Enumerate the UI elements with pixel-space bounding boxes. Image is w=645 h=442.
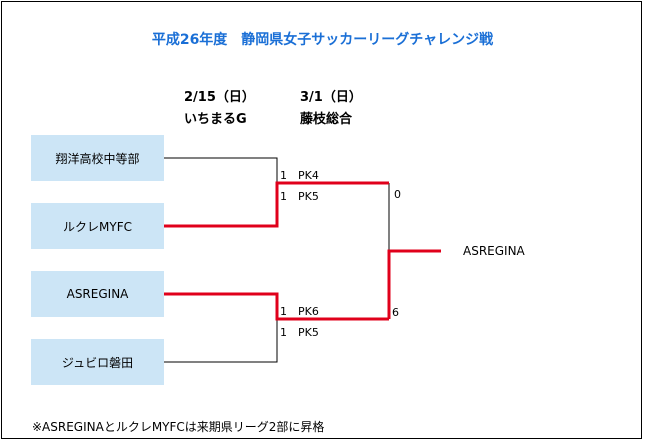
score-team2: 1 PK5 — [280, 190, 319, 203]
line-team4 — [164, 319, 278, 363]
team-box-4: ジュビロ磐田 — [31, 339, 164, 385]
line-team1 — [164, 157, 278, 183]
loss-lines — [164, 157, 390, 363]
team-box-2: ルクレMYFC — [31, 203, 164, 249]
score-team4: 1 PK5 — [280, 326, 319, 339]
page-title: 平成26年度 静岡県女子サッカーリーグチャレンジ戦 — [151, 32, 494, 48]
winner-label: ASREGINA — [463, 244, 525, 258]
team-box-3: ASREGINA — [31, 271, 164, 317]
line-final — [387, 249, 441, 319]
win-lines — [164, 181, 441, 321]
team-box-1: 翔洋高校中等部 — [31, 135, 164, 181]
round1-date: 2/15（日） — [184, 90, 255, 105]
final-score-bottom: 6 — [392, 306, 399, 319]
final-score-top: 0 — [394, 188, 401, 201]
line-team2 — [164, 181, 389, 228]
line-team3 — [164, 292, 389, 321]
score-team1: 1 PK4 — [280, 169, 319, 182]
round1-venue: いちまるG — [184, 112, 247, 127]
round2-date: 3/1（日） — [300, 90, 362, 105]
footnote: ※ASREGINAとルクレMYFCは来期県リーグ2部に昇格 — [32, 420, 325, 434]
score-team3: 1 PK6 — [280, 305, 319, 318]
round2-venue: 藤枝総合 — [300, 112, 353, 127]
